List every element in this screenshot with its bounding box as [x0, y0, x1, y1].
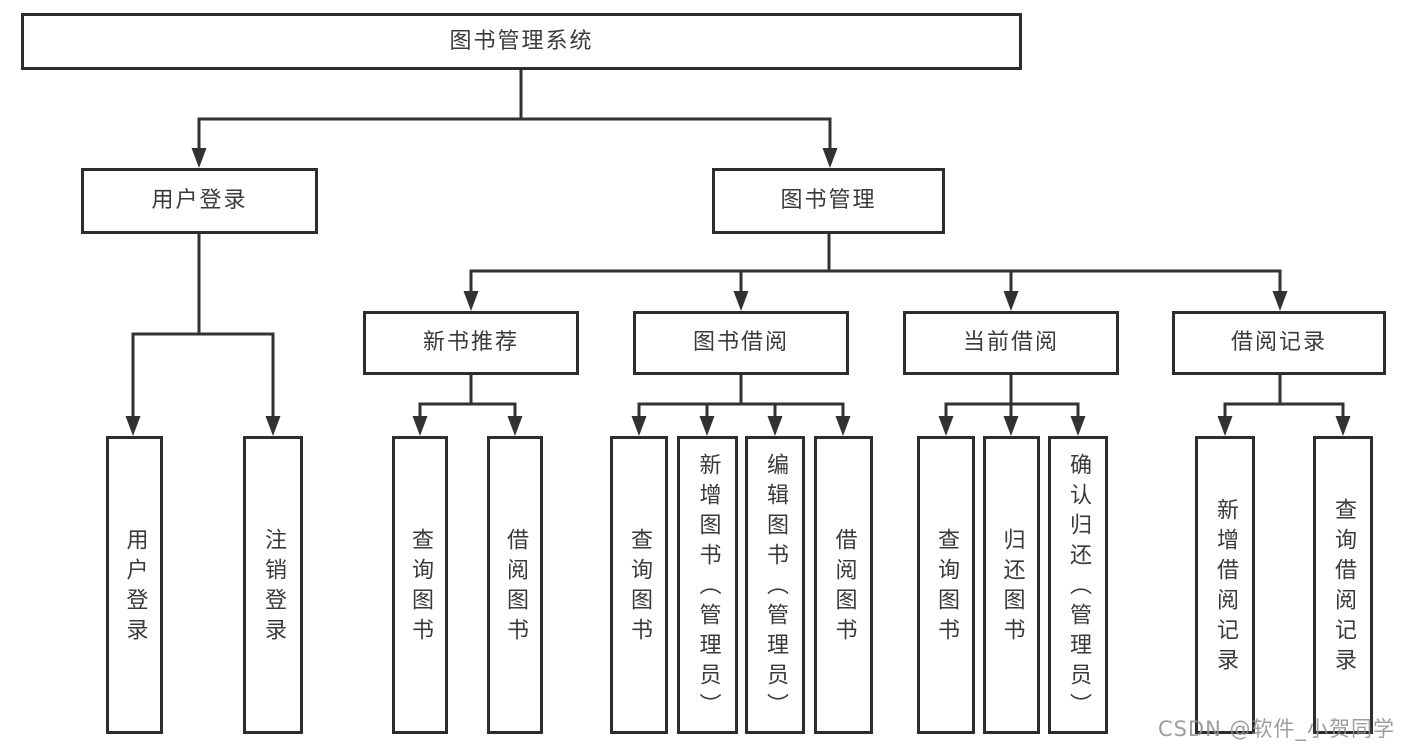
leaf-edit-book-admin-label: 编辑图书（管理员） [763, 453, 788, 723]
leaf-add-book-admin-label: 新增图书（管理员） [695, 453, 721, 723]
leaf-borrow-books-2: 借阅图书 [814, 436, 873, 734]
leaf-logout-label: 注销登录 [261, 528, 286, 648]
leaf-add-borrow-record: 新增借阅记录 [1195, 436, 1255, 734]
node-user-login: 用户登录 [81, 168, 318, 234]
node-root-label: 图书管理系统 [449, 28, 594, 54]
arrowhead-icons [125, 148, 1351, 436]
leaf-borrow-books-recommend: 借阅图书 [487, 436, 543, 734]
leaf-return-book-label: 归还图书 [999, 528, 1025, 648]
leaf-query-borrow-record: 查询借阅记录 [1313, 436, 1373, 734]
node-root: 图书管理系统 [21, 13, 1022, 70]
node-book-management-label: 图书管理 [780, 188, 877, 213]
leaf-query-books-current: 查询图书 [917, 436, 975, 734]
leaf-user-login-label: 用户登录 [122, 528, 148, 648]
leaf-add-borrow-record-label: 新增借阅记录 [1213, 498, 1238, 678]
node-new-book-recommend: 新书推荐 [363, 311, 579, 375]
node-book-borrow-label: 图书借阅 [692, 330, 789, 355]
leaf-query-books-recommend-label: 查询图书 [408, 528, 433, 648]
leaf-confirm-return-admin: 确认归还（管理员） [1048, 436, 1108, 734]
leaf-query-borrow-record-label: 查询借阅记录 [1331, 498, 1356, 678]
leaf-add-book-admin: 新增图书（管理员） [677, 436, 738, 734]
leaf-user-login: 用户登录 [106, 436, 163, 734]
node-book-borrow: 图书借阅 [633, 311, 849, 375]
leaf-logout: 注销登录 [243, 436, 303, 734]
node-current-borrow-label: 当前借阅 [962, 330, 1059, 355]
node-book-management: 图书管理 [712, 168, 945, 234]
leaf-edit-book-admin: 编辑图书（管理员） [745, 436, 805, 734]
leaf-query-books-recommend: 查询图书 [392, 436, 448, 734]
leaf-query-books-borrow: 查询图书 [610, 436, 668, 734]
leaf-return-book: 归还图书 [983, 436, 1040, 734]
node-new-book-recommend-label: 新书推荐 [422, 330, 519, 355]
node-user-login-label: 用户登录 [151, 188, 248, 213]
leaf-query-books-current-label: 查询图书 [934, 528, 959, 648]
node-borrow-records-label: 借阅记录 [1230, 330, 1327, 355]
node-borrow-records: 借阅记录 [1172, 311, 1386, 375]
leaf-borrow-books-2-label: 借阅图书 [831, 528, 857, 648]
leaf-query-books-borrow-label: 查询图书 [627, 528, 652, 648]
leaf-confirm-return-admin-label: 确认归还（管理员） [1066, 453, 1091, 723]
node-current-borrow: 当前借阅 [903, 311, 1119, 375]
leaf-borrow-books-recommend-label: 借阅图书 [503, 528, 528, 648]
